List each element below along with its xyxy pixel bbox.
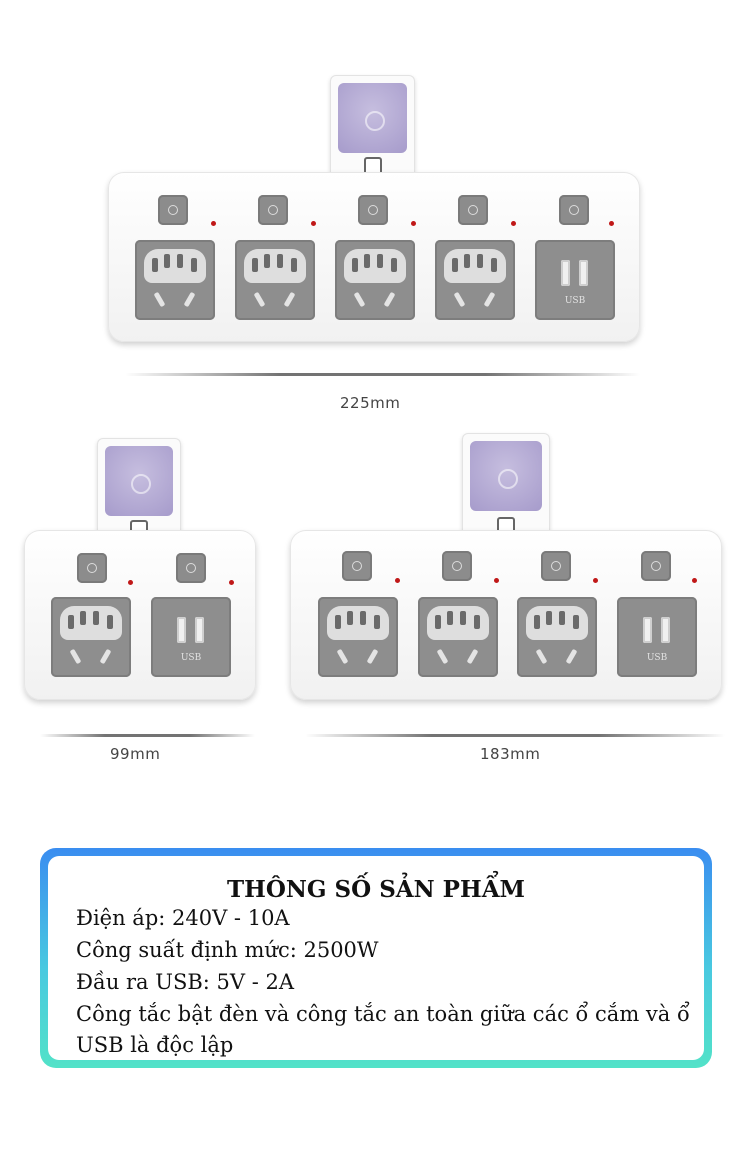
outlet	[51, 597, 131, 677]
switch-button	[158, 195, 188, 225]
indicator-led	[128, 580, 133, 585]
usb-label: USB	[180, 653, 202, 663]
indicator-led	[229, 580, 234, 585]
switch-button	[358, 195, 388, 225]
switch-button	[258, 195, 288, 225]
spec-line-switch-note: Công tắc bật đèn và công tắc an toàn giữ…	[76, 1002, 690, 1026]
outlet	[418, 597, 498, 677]
indicator-led	[494, 578, 499, 583]
plug-pad	[338, 83, 407, 153]
switch-button	[458, 195, 488, 225]
indicator-led	[593, 578, 598, 583]
spec-line-voltage: Điện áp: 240V - 10A	[76, 906, 290, 930]
usb-port: USB	[535, 240, 615, 320]
usb-label: USB	[646, 653, 668, 663]
indicator-led	[311, 221, 316, 226]
switch-button	[342, 551, 372, 581]
spec-box-inner: THÔNG SỐ SẢN PHẨM Điện áp: 240V - 10A Cô…	[48, 856, 704, 1060]
outlet	[435, 240, 515, 320]
switch-button	[176, 553, 206, 583]
dimension-line	[305, 734, 725, 737]
usb-port: USB	[151, 597, 231, 677]
spec-line-power: Công suất định mức: 2500W	[76, 938, 379, 962]
dimension-line	[40, 734, 255, 737]
dimension-label-medium: 183mm	[480, 745, 541, 763]
dimension-label-small: 99mm	[110, 745, 161, 763]
wall-plug-small	[97, 438, 181, 548]
indicator-led	[609, 221, 614, 226]
spec-title: THÔNG SỐ SẢN PHẨM	[226, 876, 526, 903]
usb-port: USB	[617, 597, 697, 677]
indicator-led	[211, 221, 216, 226]
dimension-label-large: 225mm	[340, 394, 401, 412]
switch-button	[442, 551, 472, 581]
outlet	[335, 240, 415, 320]
outlet	[318, 597, 398, 677]
switch-button	[541, 551, 571, 581]
outlet	[135, 240, 215, 320]
indicator-led	[692, 578, 697, 583]
spec-line-usb-output: Đầu ra USB: 5V - 2A	[76, 970, 295, 994]
indicator-led	[395, 578, 400, 583]
outlet	[517, 597, 597, 677]
plug-pad	[105, 446, 173, 516]
dimension-line	[125, 373, 640, 376]
wall-plug-medium	[462, 433, 550, 545]
plug-pad	[470, 441, 542, 511]
switch-button	[77, 553, 107, 583]
switch-button	[641, 551, 671, 581]
switch-button	[559, 195, 589, 225]
spec-box: THÔNG SỐ SẢN PHẨM Điện áp: 240V - 10A Cô…	[40, 848, 712, 1068]
indicator-led	[511, 221, 516, 226]
usb-label: USB	[564, 296, 586, 306]
wall-plug-large	[330, 75, 415, 185]
outlet	[235, 240, 315, 320]
indicator-led	[411, 221, 416, 226]
spec-line-switch-note-cont: USB là độc lập	[76, 1033, 234, 1057]
